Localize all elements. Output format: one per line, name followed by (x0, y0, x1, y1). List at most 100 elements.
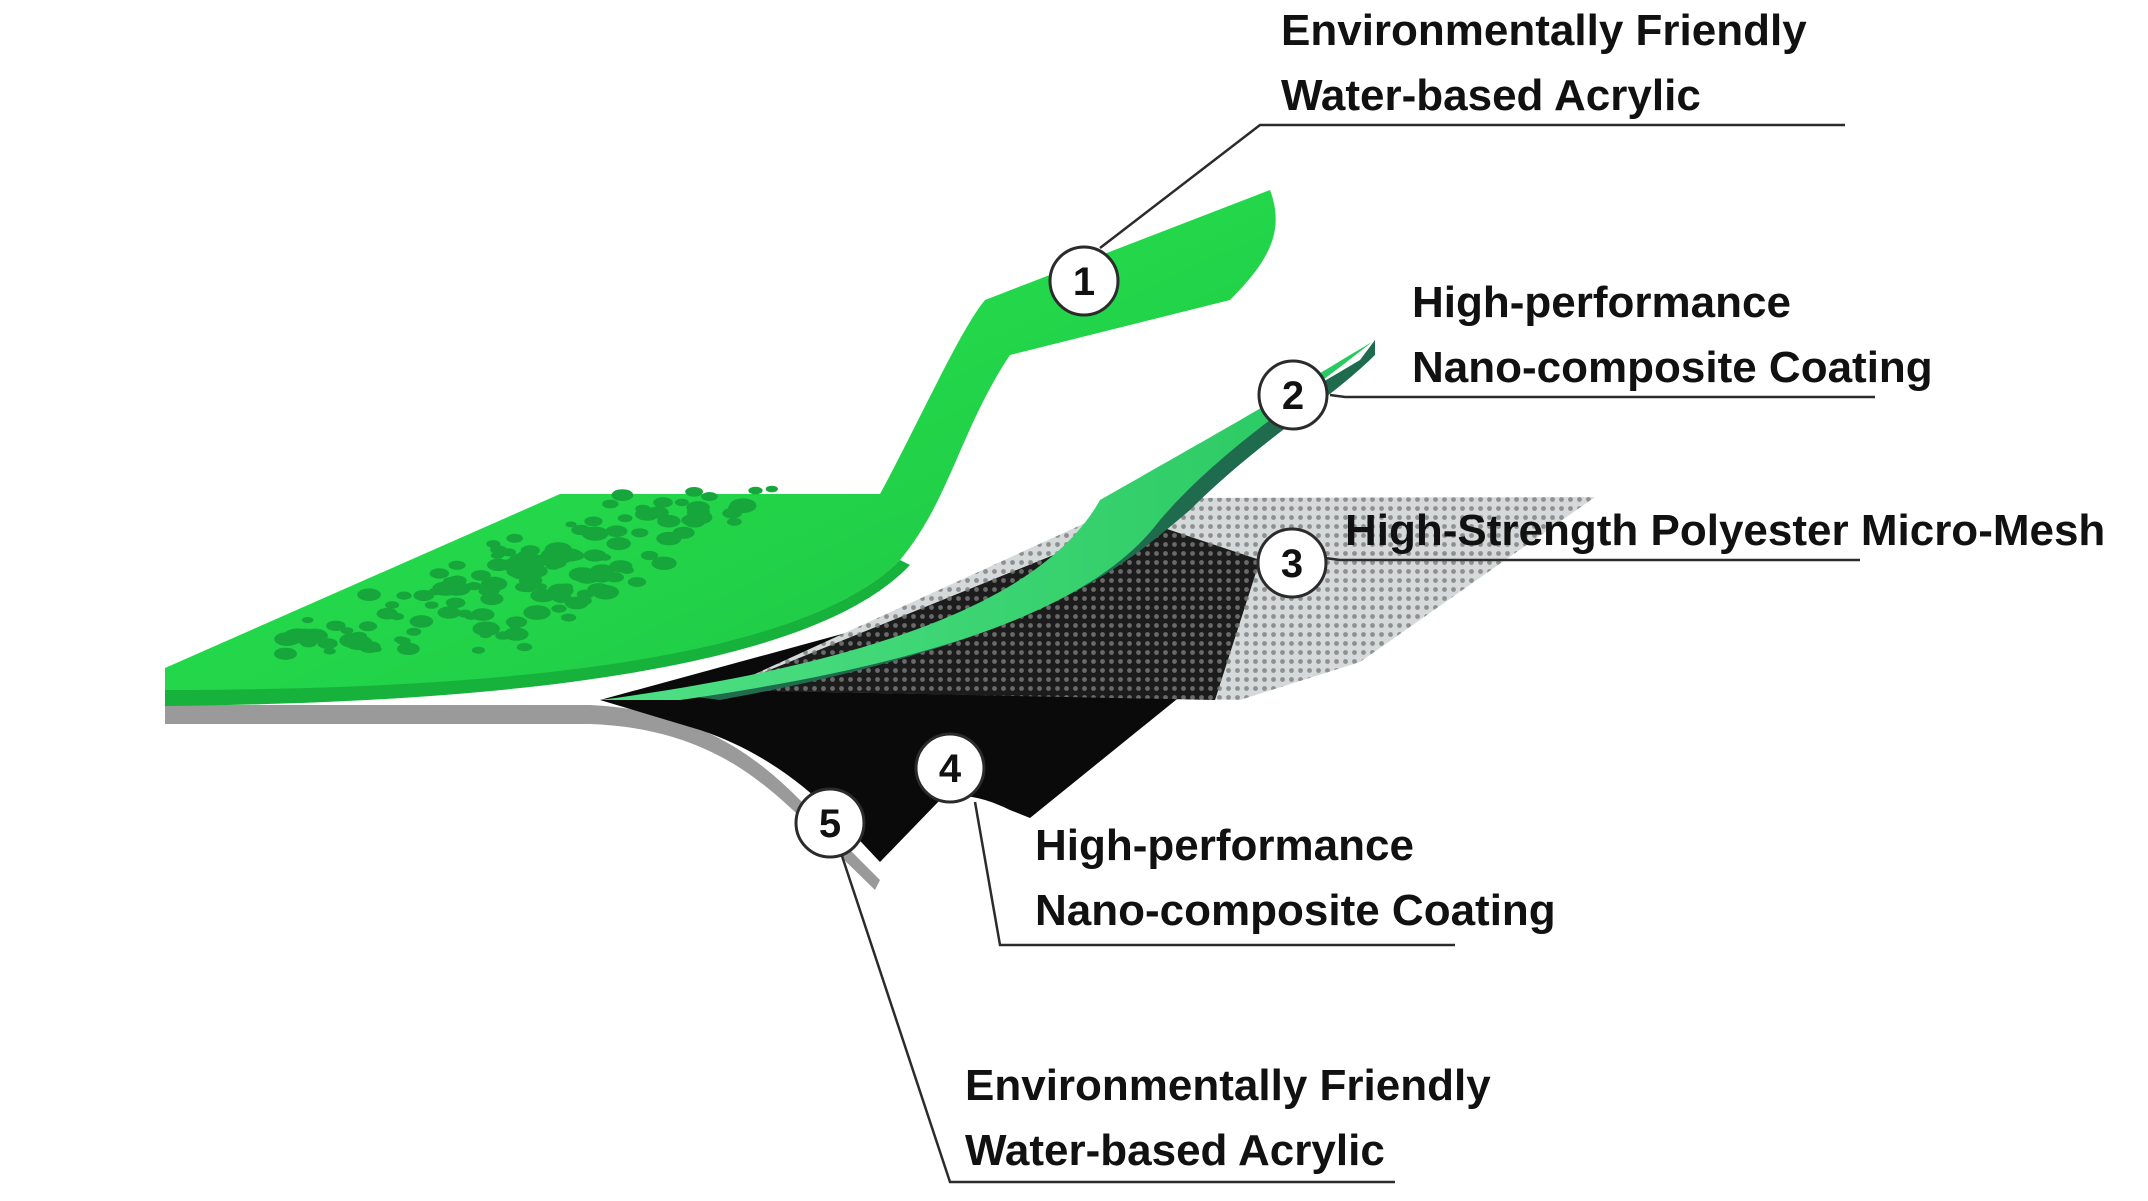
perforation-dot (448, 560, 466, 570)
perforation-dot (581, 526, 609, 541)
number-circle-2: 2 (1257, 359, 1329, 431)
perforation-dot (565, 521, 577, 528)
perforation-dot (396, 591, 412, 600)
leader-line-2 (1329, 393, 1875, 399)
perforation-dot (370, 646, 382, 653)
perforation-dot (294, 628, 316, 640)
perforation-dot (517, 551, 532, 559)
perforation-dot (301, 617, 314, 624)
label-2-line-1: High-performance (1412, 278, 1791, 327)
perforation-dot (323, 647, 336, 655)
number-label-4: 4 (939, 747, 962, 791)
perforation-dot (646, 506, 669, 519)
perforation-dot (685, 487, 703, 497)
perforation-dot (358, 621, 378, 632)
perforation-dot (551, 604, 567, 613)
perforation-dot (516, 643, 533, 652)
perforation-dot (606, 537, 631, 551)
perforation-dot (765, 485, 778, 493)
perforation-dot (627, 577, 647, 587)
label-5-line-2: Water-based Acrylic (965, 1126, 1385, 1175)
perforation-dot (617, 514, 633, 523)
leader-line-3 (1324, 556, 1860, 562)
perforation-dot (397, 642, 420, 656)
perforation-dot (385, 601, 400, 609)
perforation-dot (550, 549, 567, 558)
perforation-dot (674, 498, 689, 507)
perforation-dot (748, 486, 763, 495)
perforation-dot (732, 501, 748, 510)
number-circle-3: 3 (1256, 527, 1328, 599)
perforation-dot (449, 599, 463, 607)
label-3-line-1: High-Strength Polyester Micro-Mesh (1345, 506, 2105, 555)
perforation-dots (274, 485, 778, 660)
label-4-line-2: Nano-composite Coating (1035, 886, 1556, 935)
perforation-dot (515, 582, 534, 592)
perforation-dot (587, 583, 611, 596)
perforation-dot (640, 550, 659, 561)
perforation-dot (472, 621, 500, 637)
perforation-dot (722, 508, 742, 519)
perforation-dot (413, 590, 435, 601)
green-coating-surface (600, 342, 1372, 700)
perforation-dot (530, 588, 556, 603)
perforation-dot (486, 540, 501, 548)
perforation-dot (605, 525, 628, 537)
perforation-dot (437, 606, 461, 619)
perforation-dot (429, 568, 450, 579)
label-1-line-2: Water-based Acrylic (1281, 71, 1701, 120)
perforation-dot (657, 514, 681, 528)
perforation-dot (523, 605, 551, 620)
label-1-line-1: Environmentally Friendly (1281, 6, 1807, 55)
perforation-dot (611, 489, 634, 501)
number-circle-1: 1 (1048, 245, 1120, 317)
perforation-dot (584, 516, 603, 527)
number-label-1: 1 (1073, 260, 1095, 304)
perforation-dot (505, 616, 528, 628)
leader-line-4 (973, 801, 1455, 947)
perforation-dot (560, 583, 573, 591)
perforation-dot (394, 636, 407, 643)
leader-line-1 (1099, 123, 1845, 249)
perforation-dot (339, 633, 368, 648)
perforation-dot (686, 501, 710, 514)
perforation-dot (502, 558, 524, 570)
perforation-dot (340, 627, 354, 635)
perforation-dot (478, 584, 500, 597)
perforation-dot (609, 560, 633, 573)
number-label-5: 5 (819, 802, 841, 846)
perforation-dot (672, 526, 695, 539)
leader-lines (838, 123, 1875, 1184)
perforation-dot (471, 646, 485, 654)
perforation-dot (428, 587, 443, 596)
perforation-dot (274, 632, 300, 646)
number-label-2: 2 (1282, 374, 1304, 418)
label-4-line-1: High-performance (1035, 821, 1414, 870)
perforation-dot (631, 528, 649, 538)
perforation-dot (684, 516, 706, 528)
label-2-line-2: Nano-composite Coating (1412, 343, 1933, 392)
perforation-dot (558, 556, 572, 563)
leader-line-5 (838, 849, 1395, 1184)
perforation-dot (300, 638, 317, 648)
perforation-dot (322, 640, 336, 648)
top-green-layer-edge (165, 560, 910, 706)
perforation-dot (326, 620, 346, 631)
number-circle-4: 4 (914, 732, 986, 804)
perforation-dot (523, 564, 548, 578)
number-label-3: 3 (1281, 542, 1303, 586)
bottom-gray-layer (165, 705, 880, 890)
label-5-line-1: Environmentally Friendly (965, 1061, 1491, 1110)
perforation-dot (471, 570, 491, 581)
perforation-dot (653, 497, 673, 508)
perforation-dot (274, 647, 297, 660)
perforation-dot (590, 564, 615, 578)
perforation-dot (406, 627, 422, 636)
perforation-dot (409, 615, 434, 628)
perforation-dot (564, 596, 589, 610)
perforation-dot (357, 588, 381, 601)
perforation-dot (424, 601, 439, 609)
perforation-dot (701, 492, 718, 501)
perforation-dot (598, 553, 612, 561)
